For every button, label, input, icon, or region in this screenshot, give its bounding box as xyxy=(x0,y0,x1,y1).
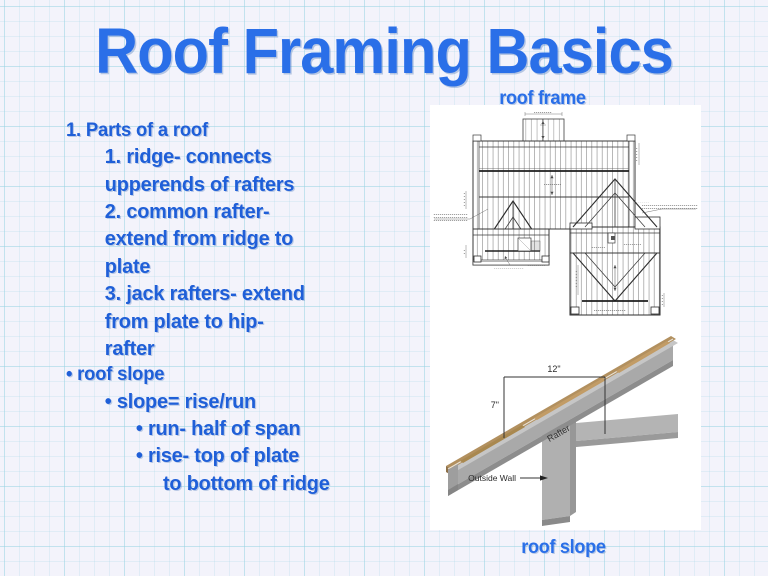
outline-line: • slope= rise/run xyxy=(104,389,257,413)
run-label: 12" xyxy=(547,364,560,374)
roof-slope-figure: 12" 7" Rafter Outside Wall xyxy=(430,330,701,530)
outline-line: 2. common rafter- xyxy=(104,200,270,224)
outline-line: • rise- top of plate xyxy=(135,444,300,468)
outline-line: plate xyxy=(104,254,151,278)
outline-line: extend from ridge to xyxy=(104,227,294,251)
outline-line: to bottom of ridge xyxy=(163,471,330,495)
outline-line: 3. jack rafters- extend xyxy=(104,282,305,306)
roof-plan-geometry xyxy=(433,111,698,316)
rafter-assembly xyxy=(446,336,678,526)
outline-line: • roof slope xyxy=(66,364,165,386)
outline-line: 1. ridge- connects xyxy=(104,145,272,169)
outline-line: 1. Parts of a roof xyxy=(66,120,208,141)
figure-caption-roof-slope: roof slope xyxy=(521,537,606,558)
outline-line: rafter xyxy=(104,336,155,360)
outline-line: • run- half of span xyxy=(135,416,301,440)
page-title: Roof Framing Basics xyxy=(95,15,674,87)
outline-line: from plate to hip- xyxy=(104,309,264,333)
figure-panel: 12" 7" Rafter Outside Wall xyxy=(430,105,701,530)
figure-caption-roof-frame: roof frame xyxy=(499,88,586,109)
outside-wall-label: Outside Wall xyxy=(468,473,516,483)
body-outline-text: 1. Parts of a roof 1. ridge- connects up… xyxy=(66,118,396,497)
outside-wall-leader xyxy=(520,475,548,481)
outline-line: upperends of rafters xyxy=(104,172,295,196)
roof-framing-plan-figure xyxy=(430,105,701,327)
rise-label: 7" xyxy=(491,400,499,410)
rise-run-dimension xyxy=(503,376,606,438)
